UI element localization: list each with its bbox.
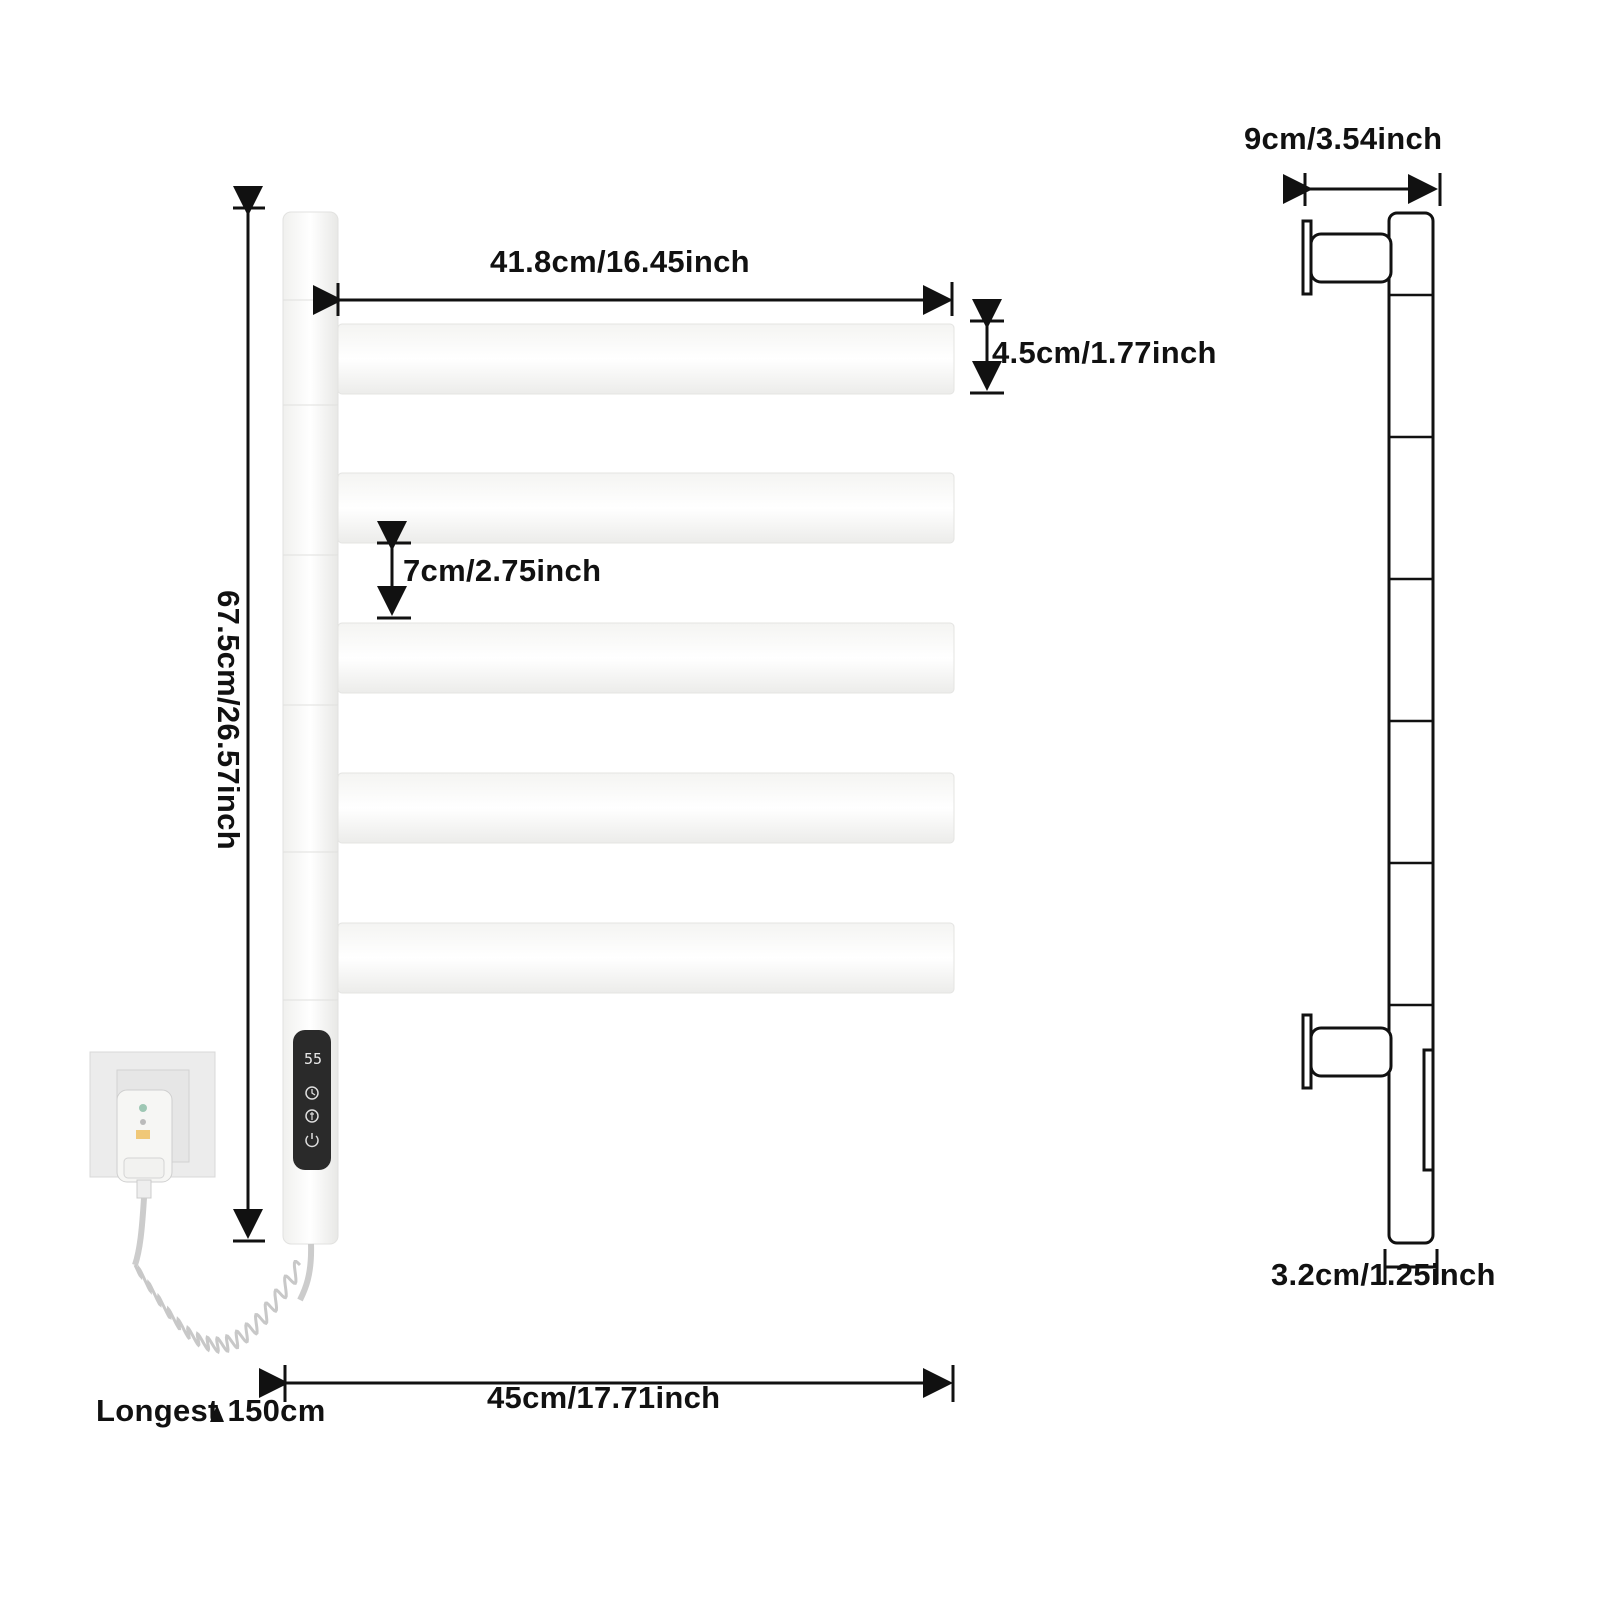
total-height-label: 67.5cm/26.57inch <box>211 590 246 850</box>
towel-bar <box>337 772 955 844</box>
control-panel <box>293 1030 331 1170</box>
plug-adapter <box>116 1089 173 1199</box>
cord-length-label: Longest 150cm <box>96 1393 326 1428</box>
power-icon[interactable] <box>305 1133 319 1148</box>
temperature-display: 55 <box>303 1050 323 1068</box>
power-cord <box>132 1197 315 1355</box>
dimension-lines <box>210 173 1442 1422</box>
bar-height-label: 4.5cm/1.77inch <box>992 335 1217 370</box>
tube-width-label: 3.2cm/1.25inch <box>1271 1257 1496 1292</box>
depth-label: 9cm/3.54inch <box>1244 121 1443 156</box>
bar-gap-label: 7cm/2.75inch <box>403 553 602 588</box>
towel-bar <box>337 622 955 694</box>
towel-bars <box>337 323 955 994</box>
bar-length-label: 41.8cm/16.45inch <box>490 244 750 279</box>
vertical-post <box>282 211 339 1245</box>
total-width-label: 45cm/17.71inch <box>487 1380 721 1415</box>
clock-icon[interactable] <box>305 1086 319 1100</box>
side-view <box>1301 211 1435 1245</box>
towel-bar <box>337 323 955 395</box>
towel-bar <box>337 922 955 994</box>
towel-bar <box>337 472 955 544</box>
mode-icon[interactable] <box>305 1109 319 1123</box>
